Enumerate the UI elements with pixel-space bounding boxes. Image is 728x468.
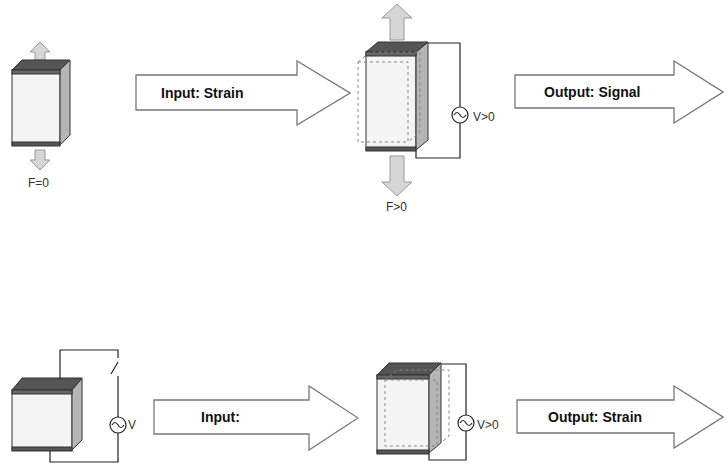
voltage-label: V>0	[477, 418, 499, 432]
wire	[429, 364, 474, 460]
output-arrow: Output: Signal	[514, 60, 724, 124]
force-arrow	[30, 42, 50, 60]
input-arrow: Input:	[153, 385, 359, 451]
arrow-label: Output: Strain	[548, 409, 642, 425]
voltage-label: V	[128, 418, 136, 432]
block-arrow-shape	[153, 385, 359, 451]
piezo-cube-strained	[358, 42, 428, 151]
force-label: F>0	[386, 200, 407, 214]
arrow-label: Input: Strain	[161, 85, 243, 101]
block-arrow-outline	[136, 61, 350, 125]
force-arrow	[382, 156, 412, 196]
force-label: F=0	[28, 176, 49, 190]
input-arrow: Input: Strain	[135, 60, 351, 126]
piezo-cube	[12, 60, 70, 146]
block-arrow-outline	[517, 386, 723, 448]
voltage-label: V>0	[473, 110, 495, 124]
piezo-cube-strained	[377, 363, 449, 454]
wire	[416, 43, 468, 158]
output-arrow: Output: Strain	[516, 385, 724, 449]
force-arrow	[382, 4, 412, 40]
force-arrow	[30, 150, 50, 170]
wire-with-switch	[50, 350, 126, 462]
arrow-label: Output: Signal	[544, 84, 640, 100]
block-arrow-outline	[154, 386, 358, 450]
piezo-cube	[12, 378, 82, 451]
block-arrow-outline	[515, 61, 723, 123]
arrow-label: Input:	[201, 409, 240, 425]
